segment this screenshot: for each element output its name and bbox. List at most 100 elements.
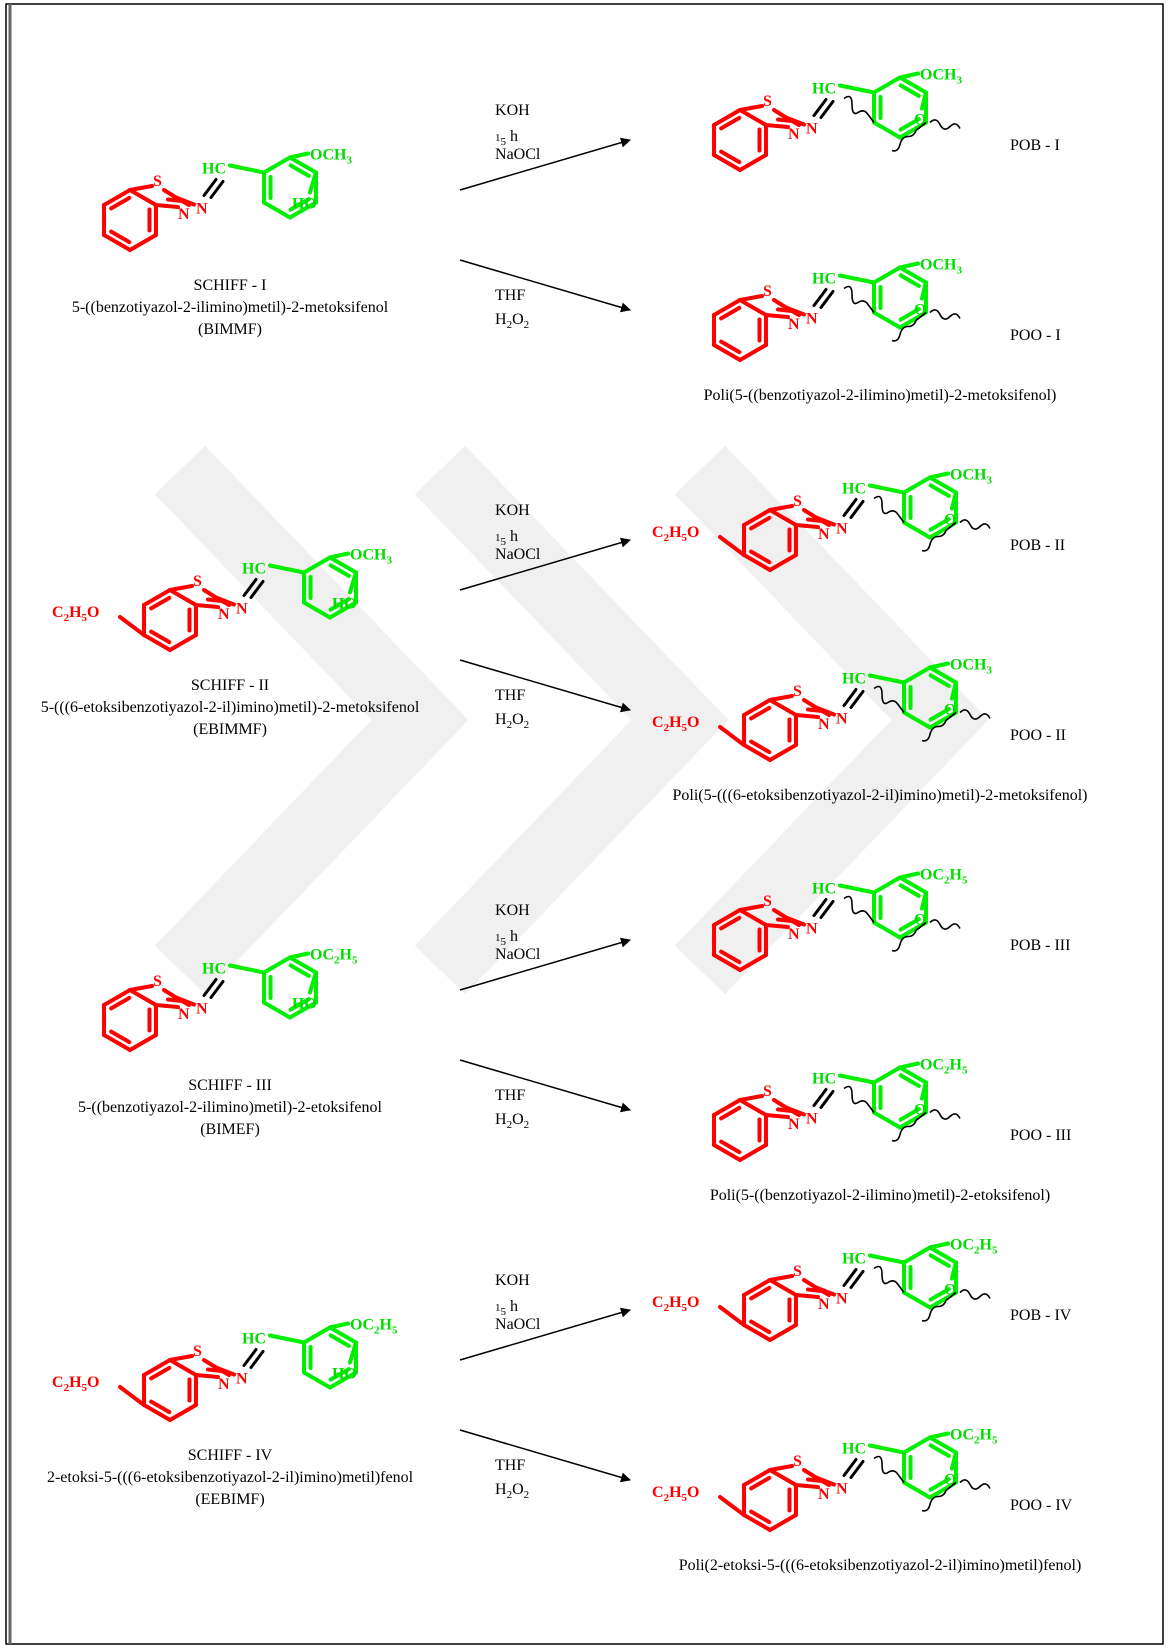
monomer-name: 5-((benzotiyazol-2-ilimino)metil)-2-meto… <box>72 299 389 316</box>
methine-group: HC <box>842 1251 866 1268</box>
polymer-name: Poli(2-etoksi-5-(((6-etoksibenzotiyazol-… <box>679 1557 1082 1574</box>
nitrogen-atom: N <box>818 1296 830 1313</box>
nitrogen-atom: N <box>218 1376 230 1393</box>
condition-text: THF <box>495 1457 525 1474</box>
polymer-name: Poli(5-(((6-etoksibenzotiyazol-2-il)imin… <box>673 787 1088 804</box>
nitrogen-atom: N <box>818 716 830 733</box>
methine-group: HC <box>842 671 866 688</box>
benzothiazole-core: SN <box>712 93 801 172</box>
product-label-poo: POO - I <box>1010 327 1061 344</box>
methine-group: HC <box>812 1071 836 1088</box>
methine-group: HC <box>242 1331 266 1348</box>
ethoxy-group: C2H5O <box>652 1484 699 1504</box>
oxy-linkage: O <box>914 302 926 319</box>
condition-text: KOH <box>495 902 530 919</box>
reaction-arrow-up <box>459 1307 631 1361</box>
product-label-pob: POB - I <box>1010 137 1060 154</box>
reaction-arrow-down <box>459 1429 631 1483</box>
reaction-arrow-up <box>459 937 631 991</box>
polymer-name: Poli(5-((benzotiyazol-2-ilimino)metil)-2… <box>704 387 1057 404</box>
oxy-linkage: O <box>944 1282 956 1299</box>
ether-group: OC2H5 <box>350 1317 398 1337</box>
nitrogen-atom: N <box>788 126 800 143</box>
imine-nitrogen: N <box>836 711 848 728</box>
methine-group: HC <box>842 481 866 498</box>
nitrogen-atom: N <box>788 316 800 333</box>
oxy-linkage: O <box>914 1102 926 1119</box>
condition-text: NaOCl <box>495 146 541 163</box>
sulfur-atom: S <box>793 1263 802 1280</box>
sulfur-atom: S <box>153 973 162 990</box>
condition-text: KOH <box>495 1272 530 1289</box>
benzothiazole-core: SN <box>712 283 801 362</box>
nitrogen-atom: N <box>788 1116 800 1133</box>
hydroxy-group: HO <box>332 1366 357 1383</box>
condition-text: H2O2 <box>495 311 529 331</box>
condition-text: NaOCl <box>495 946 541 963</box>
methine-group: HC <box>812 81 836 98</box>
ether-group: OC2H5 <box>950 1427 998 1447</box>
oxy-linkage: O <box>914 912 926 929</box>
monomer-abbr: (BIMEF) <box>200 1121 260 1138</box>
methine-group: HC <box>842 1441 866 1458</box>
monomer-label: SCHIFF - I <box>194 277 267 294</box>
benzothiazole-core: SN C2H5O <box>652 1263 831 1342</box>
imine-nitrogen: N <box>236 601 248 618</box>
sulfur-atom: S <box>793 493 802 510</box>
ether-group: OC2H5 <box>310 947 358 967</box>
sulfur-atom: S <box>763 93 772 110</box>
reaction-arrow-down <box>459 259 631 313</box>
monomer-label: SCHIFF - II <box>191 677 269 694</box>
ether-group: OCH3 <box>920 257 962 277</box>
sulfur-atom: S <box>763 283 772 300</box>
condition-text: 15 h <box>495 928 518 948</box>
imine-nitrogen: N <box>196 201 208 218</box>
methine-group: HC <box>202 161 226 178</box>
hydroxy-group: HO <box>332 596 357 613</box>
condition-text: H2O2 <box>495 1481 529 1501</box>
reaction-arrow-down <box>459 659 631 713</box>
condition-text: NaOCl <box>495 546 541 563</box>
product-label-pob: POB - II <box>1010 537 1065 554</box>
monomer-abbr: (EBIMMF) <box>193 721 267 738</box>
condition-text: H2O2 <box>495 1111 529 1131</box>
condition-text: NaOCl <box>495 1316 541 1333</box>
nitrogen-atom: N <box>788 926 800 943</box>
benzothiazole-core: SN <box>102 173 191 252</box>
monomer-name: 2-etoksi-5-(((6-etoksibenzotiyazol-2-il)… <box>47 1469 414 1486</box>
product-label-pob: POB - III <box>1010 937 1070 954</box>
sulfur-atom: S <box>763 893 772 910</box>
reaction-arrow-up <box>459 137 631 191</box>
imine-nitrogen: N <box>806 311 818 328</box>
condition-text: 15 h <box>495 128 518 148</box>
sulfur-atom: S <box>153 173 162 190</box>
condition-text: KOH <box>495 102 530 119</box>
condition-text: 15 h <box>495 528 518 548</box>
imine-nitrogen: N <box>836 1481 848 1498</box>
product-label-pob: POB - IV <box>1010 1307 1072 1324</box>
sulfur-atom: S <box>793 683 802 700</box>
methine-group: HC <box>812 271 836 288</box>
product-label-poo: POO - IV <box>1010 1497 1073 1514</box>
ether-group: OCH3 <box>920 67 962 87</box>
monomer-name: 5-((benzotiyazol-2-ilimino)metil)-2-etok… <box>78 1099 382 1116</box>
benzothiazole-core: SN <box>102 973 191 1052</box>
imine-nitrogen: N <box>806 1111 818 1128</box>
ether-group: OCH3 <box>950 657 992 677</box>
monomer-label: SCHIFF - III <box>188 1077 272 1094</box>
imine-nitrogen: N <box>836 1291 848 1308</box>
ethoxy-group: C2H5O <box>652 1294 699 1314</box>
oxy-linkage: O <box>944 512 956 529</box>
ethoxy-group: C2H5O <box>52 604 99 624</box>
nitrogen-atom: N <box>818 526 830 543</box>
